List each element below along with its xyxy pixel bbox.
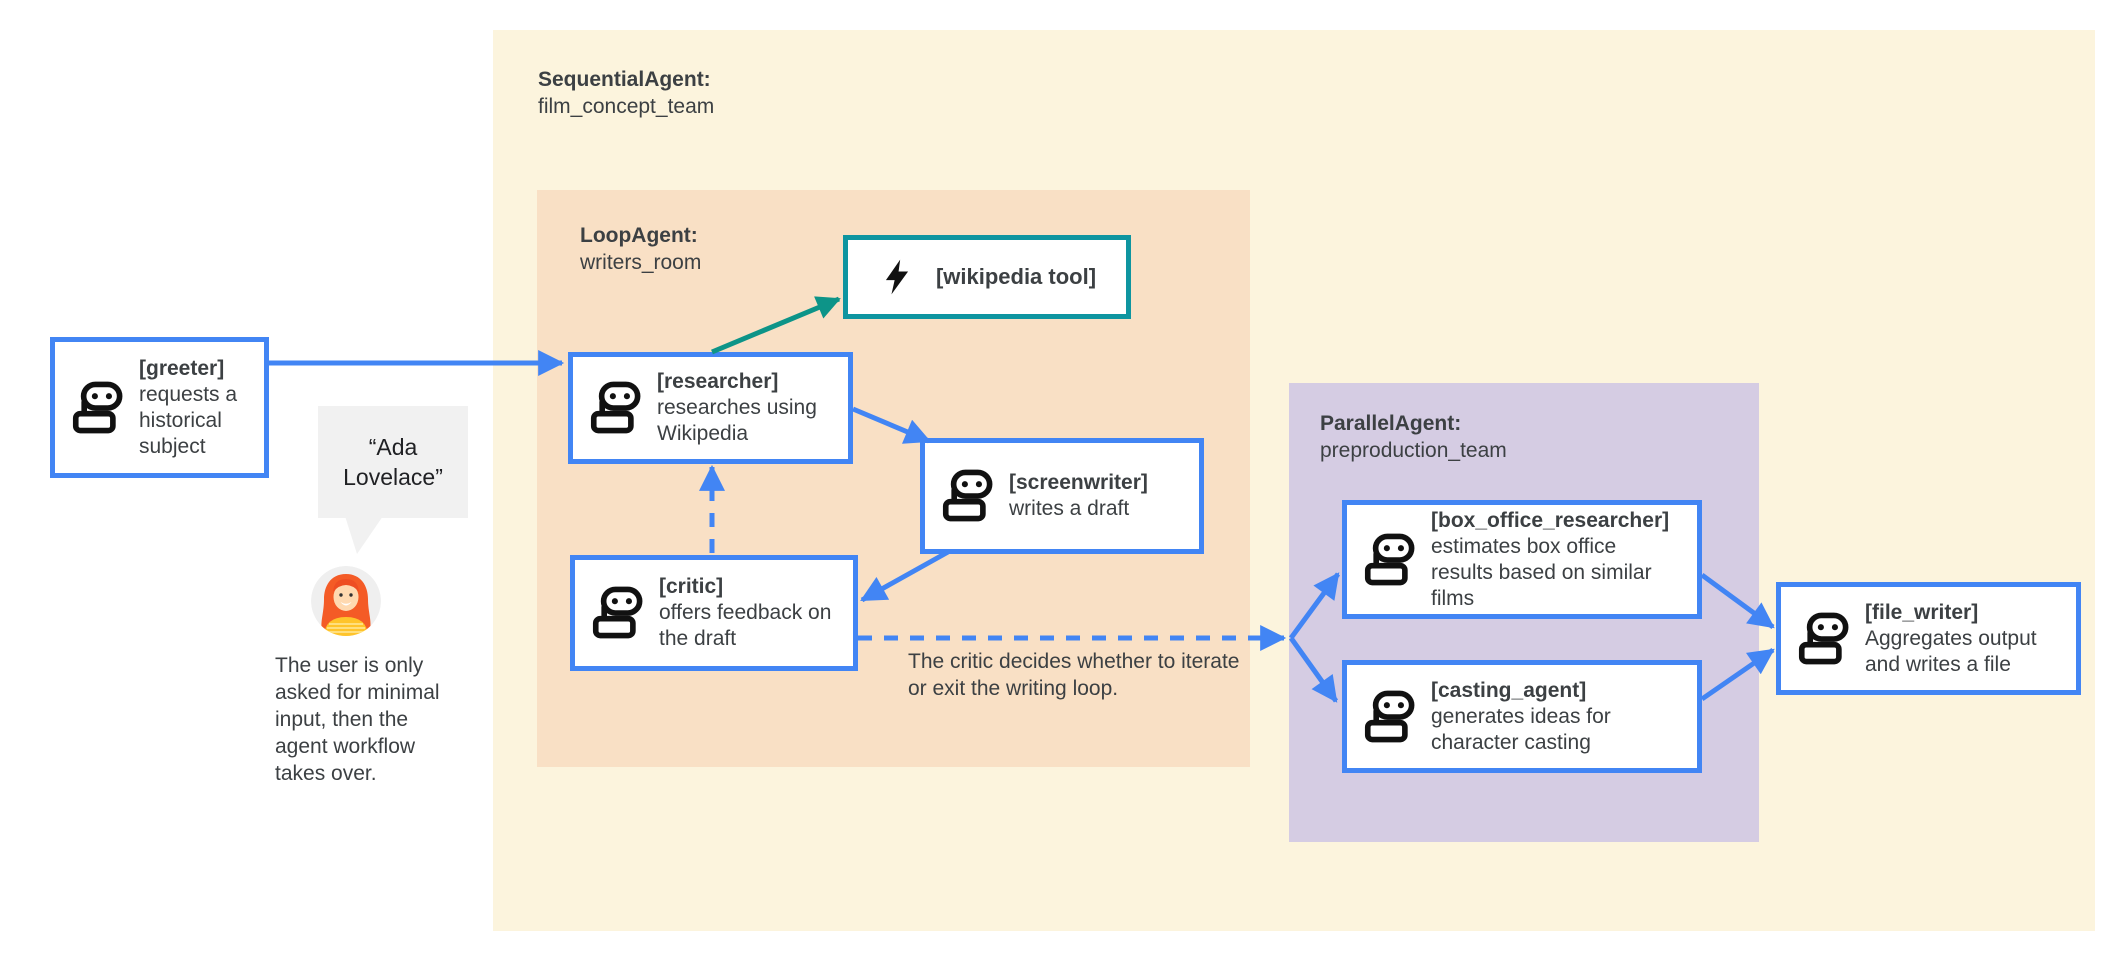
node-title: [box_office_researcher]	[1431, 508, 1670, 532]
robot-icon	[1361, 533, 1415, 587]
user-avatar	[311, 566, 381, 636]
node-title: [screenwriter]	[1009, 471, 1148, 494]
loop-agent-label: LoopAgent: writers_room	[580, 222, 701, 276]
node-critic: [critic] offers feedback on the draft	[570, 555, 858, 671]
node-title: [casting_agent]	[1431, 678, 1587, 702]
parallel-agent-title: ParallelAgent:	[1320, 412, 1462, 435]
node-researcher: [researcher] researches using Wikipedia	[568, 352, 853, 464]
robot-icon	[587, 381, 641, 435]
node-desc: estimates box office results based on si…	[1431, 534, 1652, 610]
node-desc: generates ideas for character casting	[1431, 704, 1611, 754]
node-screenwriter: [screenwriter] writes a draft	[920, 438, 1204, 554]
loop-agent-title: LoopAgent:	[580, 224, 698, 247]
node-title: [greeter]	[139, 356, 225, 380]
sequential-agent-subtitle: film_concept_team	[538, 95, 715, 118]
node-desc: Aggregates output and writes a file	[1865, 626, 2037, 676]
user-avatar-illustration	[311, 566, 381, 636]
node-desc: researches using Wikipedia	[657, 396, 817, 445]
robot-icon	[1361, 690, 1415, 744]
node-wikipedia-tool: [wikipedia tool]	[843, 235, 1131, 319]
loop-agent-subtitle: writers_room	[580, 251, 702, 274]
node-title: [wikipedia tool]	[935, 264, 1097, 289]
speech-bubble: “Ada Lovelace”	[318, 406, 468, 518]
sequential-agent-label: SequentialAgent: film_concept_team	[538, 66, 714, 120]
node-greeter: [greeter]requests a historical subject	[50, 337, 269, 478]
speech-bubble-tail	[345, 516, 383, 554]
sequential-agent-title: SequentialAgent:	[538, 68, 711, 91]
node-casting-agent: [casting_agent]generates ideas for chara…	[1342, 660, 1702, 773]
node-title: [researcher]	[657, 370, 779, 393]
robot-icon	[1795, 612, 1849, 666]
parallel-agent-label: ParallelAgent: preproduction_team	[1320, 410, 1507, 464]
lightning-bolt-icon	[878, 256, 916, 298]
robot-icon	[69, 381, 123, 435]
node-desc: offers feedback on the draft	[659, 601, 832, 650]
critic-annotation: The critic decides whether to iterate or…	[908, 650, 1240, 700]
node-box-office-researcher: [box_office_researcher]estimates box off…	[1342, 500, 1702, 619]
node-title: [critic]	[659, 575, 724, 598]
user-annotation: The user is only asked for minimal input…	[275, 654, 440, 785]
node-desc: writes a draft	[1009, 497, 1130, 520]
node-title: [file_writer]	[1865, 600, 1979, 624]
robot-icon	[939, 469, 993, 523]
robot-icon	[589, 586, 643, 640]
node-desc: requests a historical subject	[139, 382, 238, 458]
node-file-writer: [file_writer]Aggregates output and write…	[1776, 582, 2081, 695]
parallel-agent-subtitle: preproduction_team	[1320, 439, 1507, 462]
